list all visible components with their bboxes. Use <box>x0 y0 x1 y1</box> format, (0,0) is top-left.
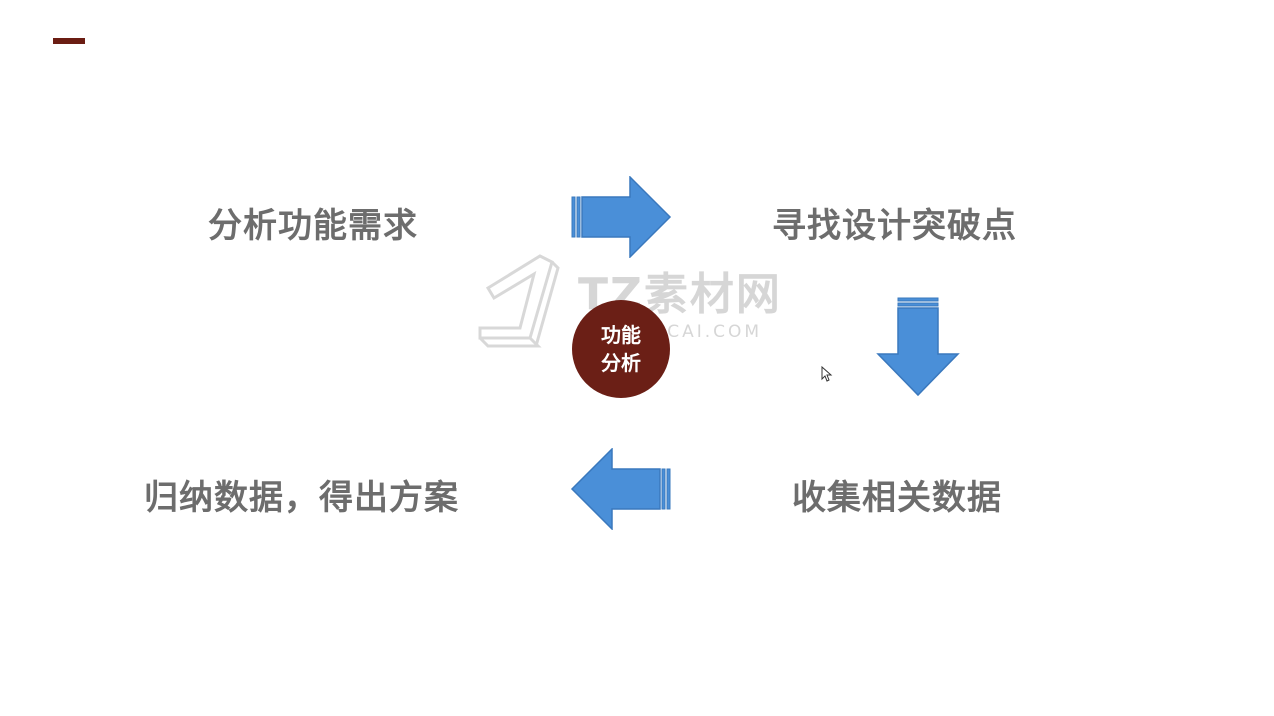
mouse-cursor-icon <box>821 366 833 382</box>
center-label-line1: 功能 <box>601 323 641 347</box>
step-collect-data: 收集相关数据 <box>792 478 1002 518</box>
accent-bar <box>53 38 85 44</box>
arrow-down-icon <box>876 297 960 397</box>
arrow-left-icon <box>570 448 671 530</box>
step-find-breakthrough: 寻找设计突破点 <box>772 206 1017 246</box>
center-label-line2: 分析 <box>601 351 641 375</box>
step-summarize-plan: 归纳数据，得出方案 <box>144 478 459 518</box>
watermark-logo-icon <box>478 254 560 348</box>
center-function-analysis: 功能 分析 <box>572 300 670 398</box>
arrow-right-icon <box>571 176 672 258</box>
step-analyze-requirements: 分析功能需求 <box>208 206 418 246</box>
